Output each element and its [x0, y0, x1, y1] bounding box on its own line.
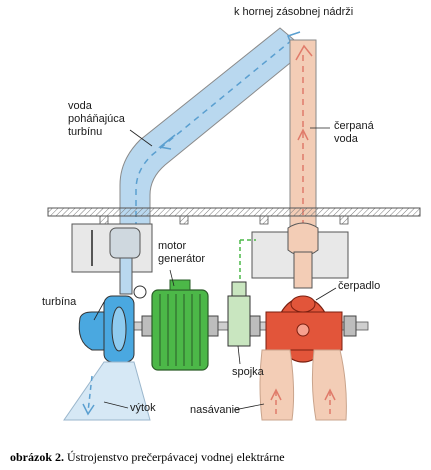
pump-body [265, 295, 343, 363]
pumped-storage-diagram [47, 27, 421, 421]
label-intake: nasávanie [190, 404, 241, 416]
floor-slab [47, 207, 421, 225]
leader-lines [93, 127, 337, 411]
label-turbine-water: voda poháňajúca turbínu [68, 100, 125, 138]
label-pumped-water: čerpaná voda [334, 120, 374, 145]
label-upper-reservoir: k hornej zásobnej nádrži [234, 6, 354, 18]
pump-valve-housing [239, 222, 349, 289]
label-coupling: spojka [232, 366, 264, 378]
outflow-plume [63, 361, 151, 421]
intake-plume [259, 349, 347, 421]
coupling-body [227, 281, 251, 347]
turbine-body [78, 295, 135, 363]
figure-caption: obrázok 2. Ústrojenstvo prečerpávacej vo… [10, 450, 285, 465]
caption-prefix: obrázok 2. [10, 450, 64, 464]
label-outflow: výtok [130, 402, 156, 414]
label-pump: čerpadlo [338, 280, 381, 292]
label-motor-generator: motor generátor [158, 240, 206, 265]
label-turbine: turbína [42, 296, 77, 308]
motor-generator-body [133, 279, 209, 371]
pumped-water-pipe [289, 39, 317, 236]
caption-text: Ústrojenstvo prečerpávacej vodnej elektr… [64, 450, 285, 464]
turbine-valve-housing [71, 223, 153, 295]
turbine-water-pipe [119, 27, 307, 233]
